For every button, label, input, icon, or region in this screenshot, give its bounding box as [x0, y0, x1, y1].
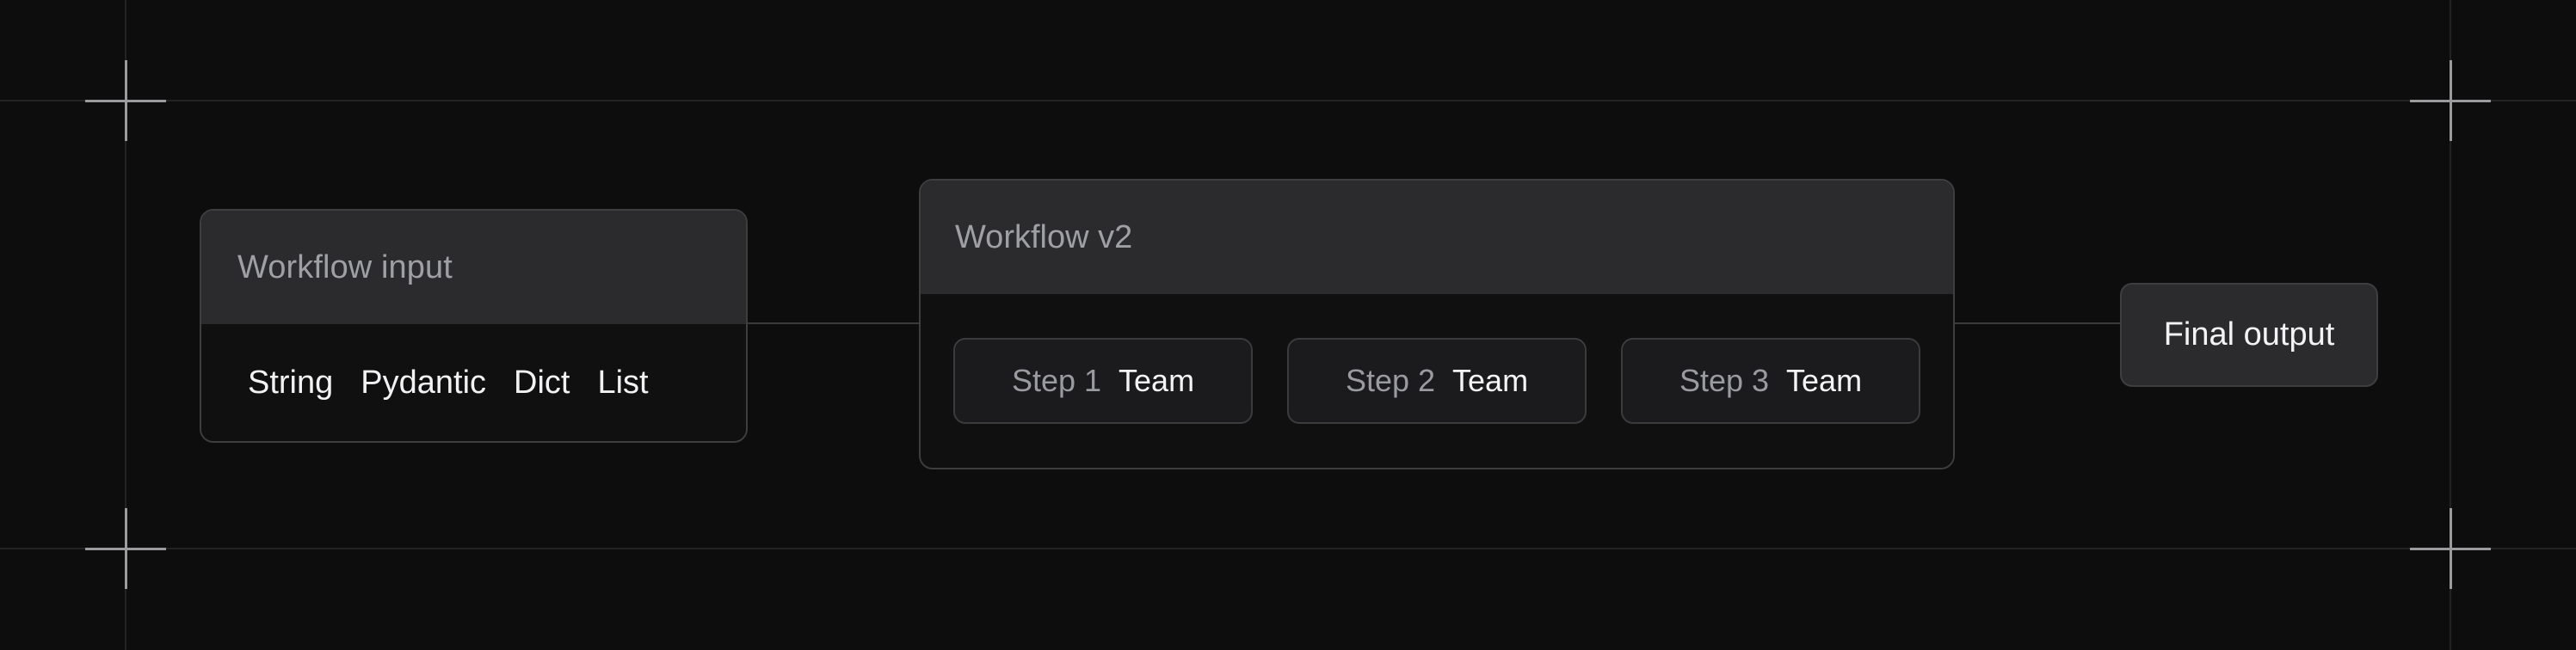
step-1-label: Step 1	[1011, 363, 1102, 398]
workflow-input-title: Workflow input	[237, 248, 453, 285]
crosshair-arm-vertical	[125, 508, 127, 589]
workflow-input-header: Workflow input	[201, 211, 746, 324]
step-node-2[interactable]: Step 2 Team	[1287, 338, 1587, 424]
grid-line-vertical-right	[2450, 0, 2451, 650]
workflow-v2-header: Workflow v2	[921, 181, 1953, 294]
step-3-label: Step 3	[1679, 363, 1770, 398]
step-2-label: Step 2	[1345, 363, 1436, 398]
step-2-kind: Team	[1452, 363, 1529, 398]
node-final-output[interactable]: Final output	[2120, 283, 2378, 387]
type-chip-string[interactable]: String	[248, 364, 334, 401]
step-node-1[interactable]: Step 1 Team	[953, 338, 1253, 424]
type-chip-dict[interactable]: Dict	[514, 364, 570, 401]
grid-line-vertical-left	[125, 0, 126, 650]
workflow-v2-steps: Step 1 Team Step 2 Team Step 3 Team	[921, 294, 1953, 468]
crosshair-arm-vertical	[2450, 508, 2452, 589]
workflow-v2-title: Workflow v2	[955, 218, 1133, 255]
final-output-title: Final output	[2163, 316, 2335, 353]
workflow-input-types: String Pydantic Dict List	[201, 324, 746, 441]
node-workflow-v2[interactable]: Workflow v2 Step 1 Team Step 2 Team Step…	[919, 179, 1955, 469]
type-chip-pydantic[interactable]: Pydantic	[361, 364, 487, 401]
step-1-kind: Team	[1119, 363, 1195, 398]
edge-workflow-v2-to-final-output	[1953, 322, 2122, 324]
grid-line-horizontal-top	[0, 100, 2576, 101]
step-3-kind: Team	[1786, 363, 1863, 398]
node-workflow-input[interactable]: Workflow input String Pydantic Dict List	[200, 209, 748, 443]
type-chip-list[interactable]: List	[597, 364, 649, 401]
grid-line-horizontal-bottom	[0, 548, 2576, 549]
edge-workflow-input-to-workflow-v2	[747, 322, 921, 324]
crosshair-arm-vertical	[2450, 60, 2452, 141]
crosshair-arm-vertical	[125, 60, 127, 141]
step-node-3[interactable]: Step 3 Team	[1621, 338, 1920, 424]
